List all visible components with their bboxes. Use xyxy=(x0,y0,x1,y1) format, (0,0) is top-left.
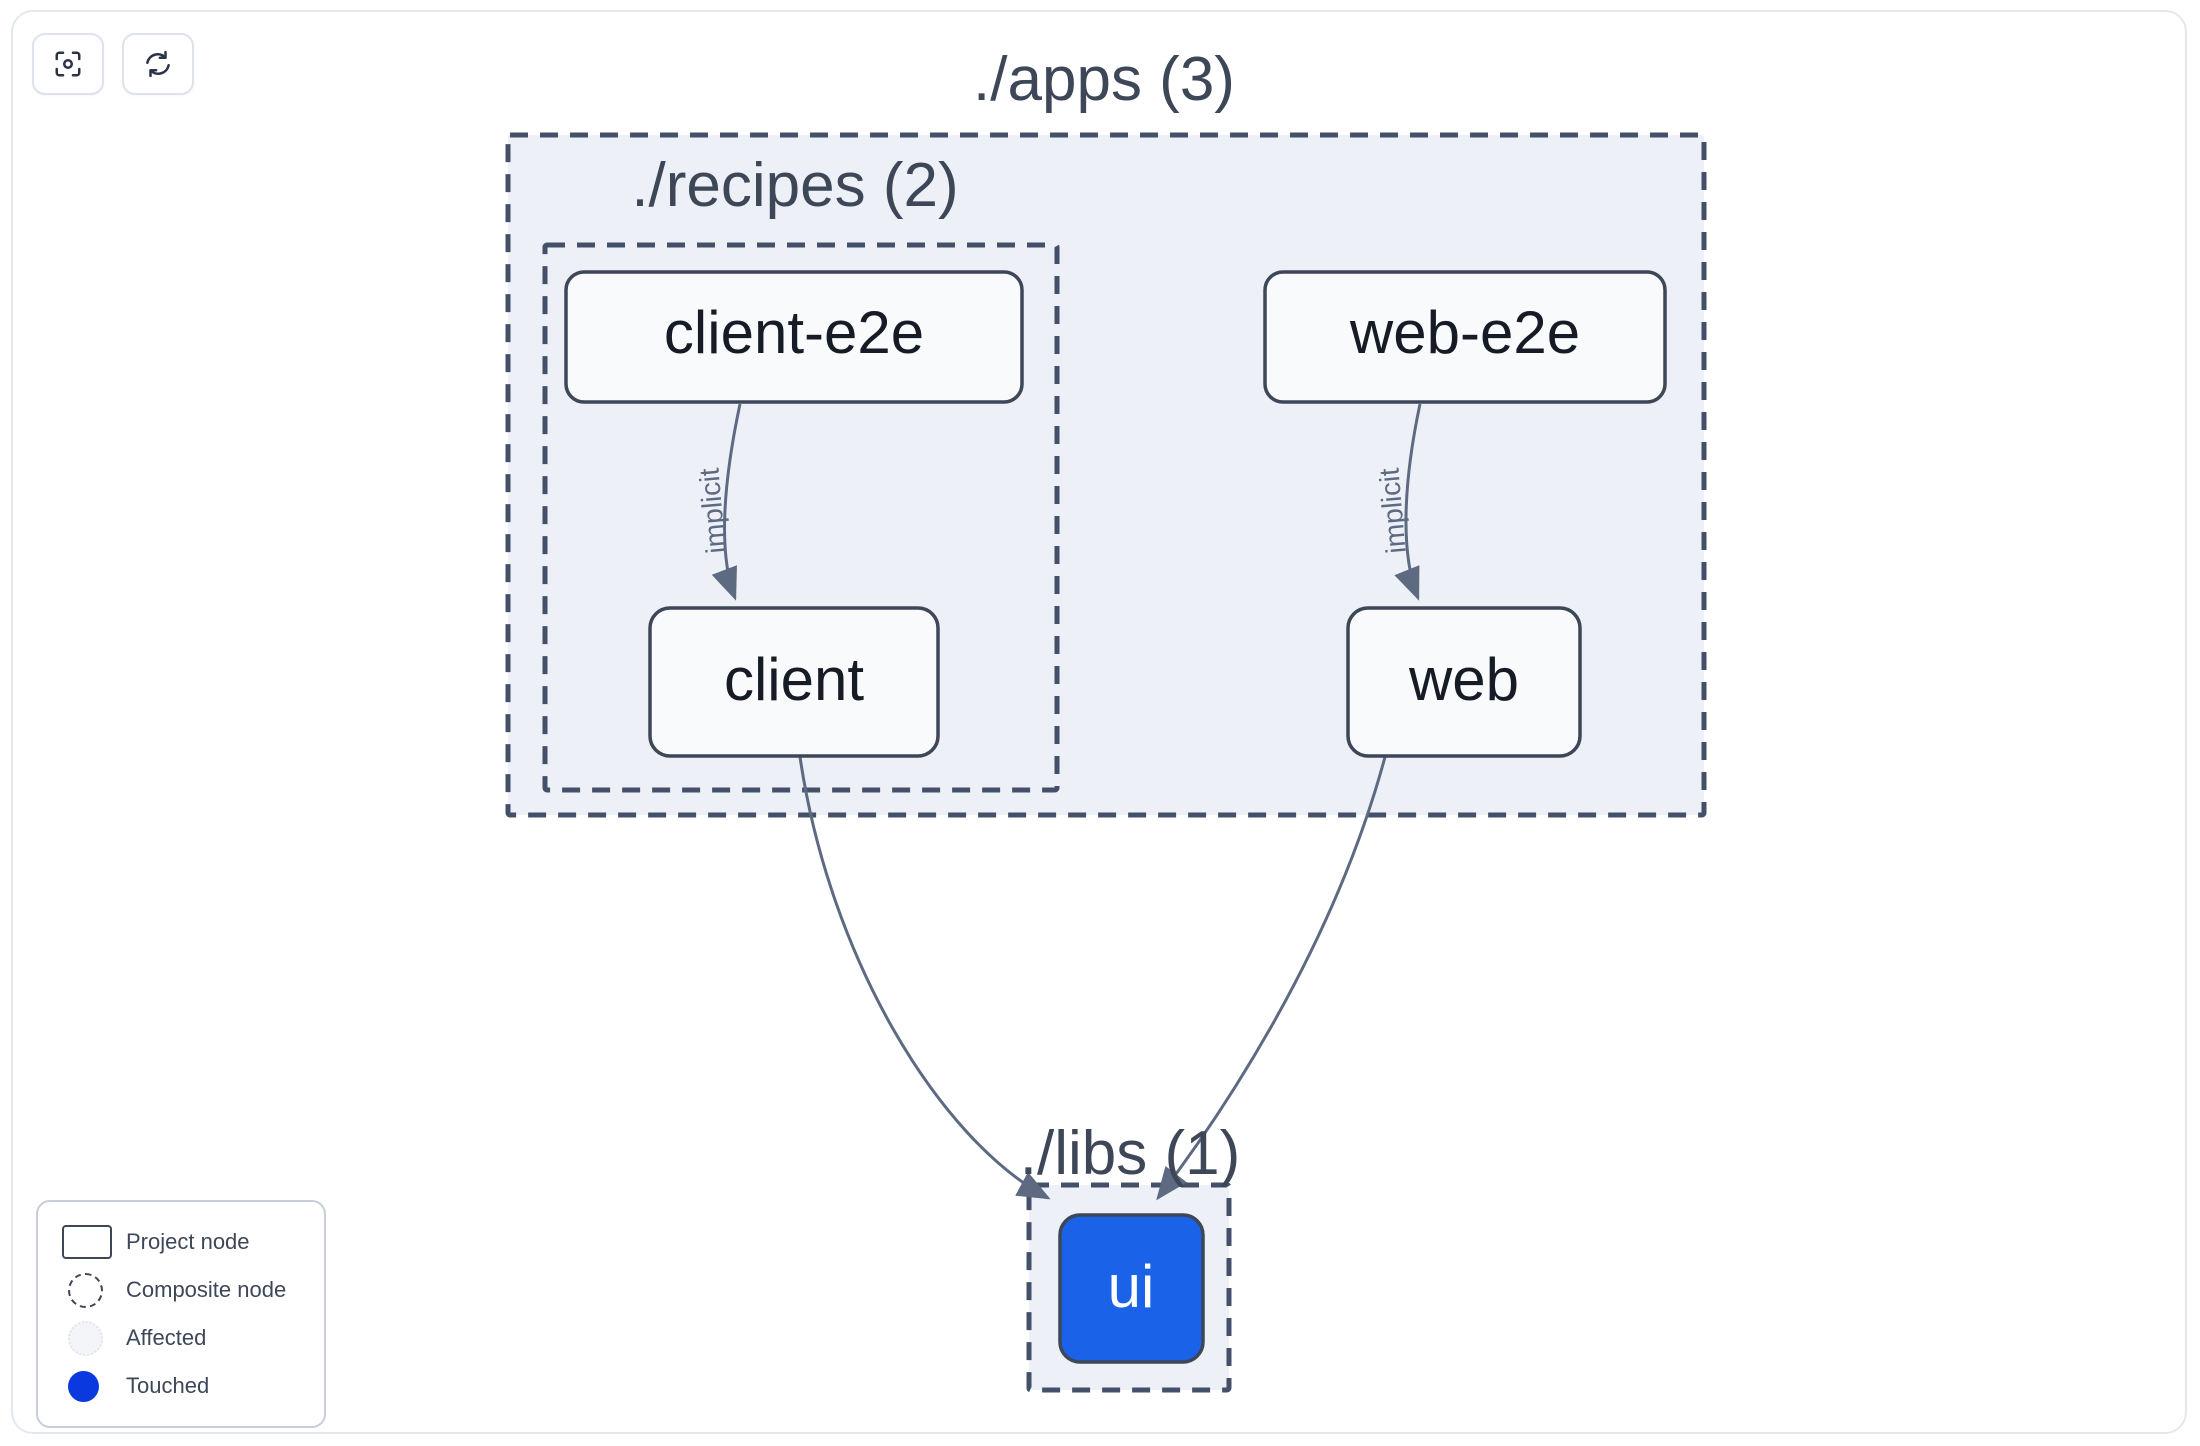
touched-swatch xyxy=(62,1370,114,1402)
focus-graph-button[interactable] xyxy=(32,33,104,95)
legend-label-project-node: Project node xyxy=(126,1229,250,1254)
legend-item-touched: Touched xyxy=(38,1362,324,1410)
legend-label-composite-node: Composite node xyxy=(126,1277,287,1302)
legend-label-affected: Affected xyxy=(126,1325,207,1350)
refresh-icon xyxy=(143,49,173,79)
composite-node-swatch xyxy=(62,1272,114,1308)
refresh-graph-button[interactable] xyxy=(122,33,194,95)
project-node-swatch xyxy=(62,1225,114,1259)
graph-toolbar xyxy=(32,33,194,95)
affected-swatch xyxy=(62,1320,114,1356)
legend-label-touched: Touched xyxy=(126,1373,210,1398)
graph-legend: Project node Composite node Affected Tou… xyxy=(36,1200,326,1428)
legend-item-project-node: Project node xyxy=(38,1218,324,1266)
legend-item-composite-node: Composite node xyxy=(38,1266,324,1314)
legend-item-affected: Affected xyxy=(38,1314,324,1362)
focus-target-icon xyxy=(53,49,83,79)
canvas-frame xyxy=(11,10,2187,1434)
